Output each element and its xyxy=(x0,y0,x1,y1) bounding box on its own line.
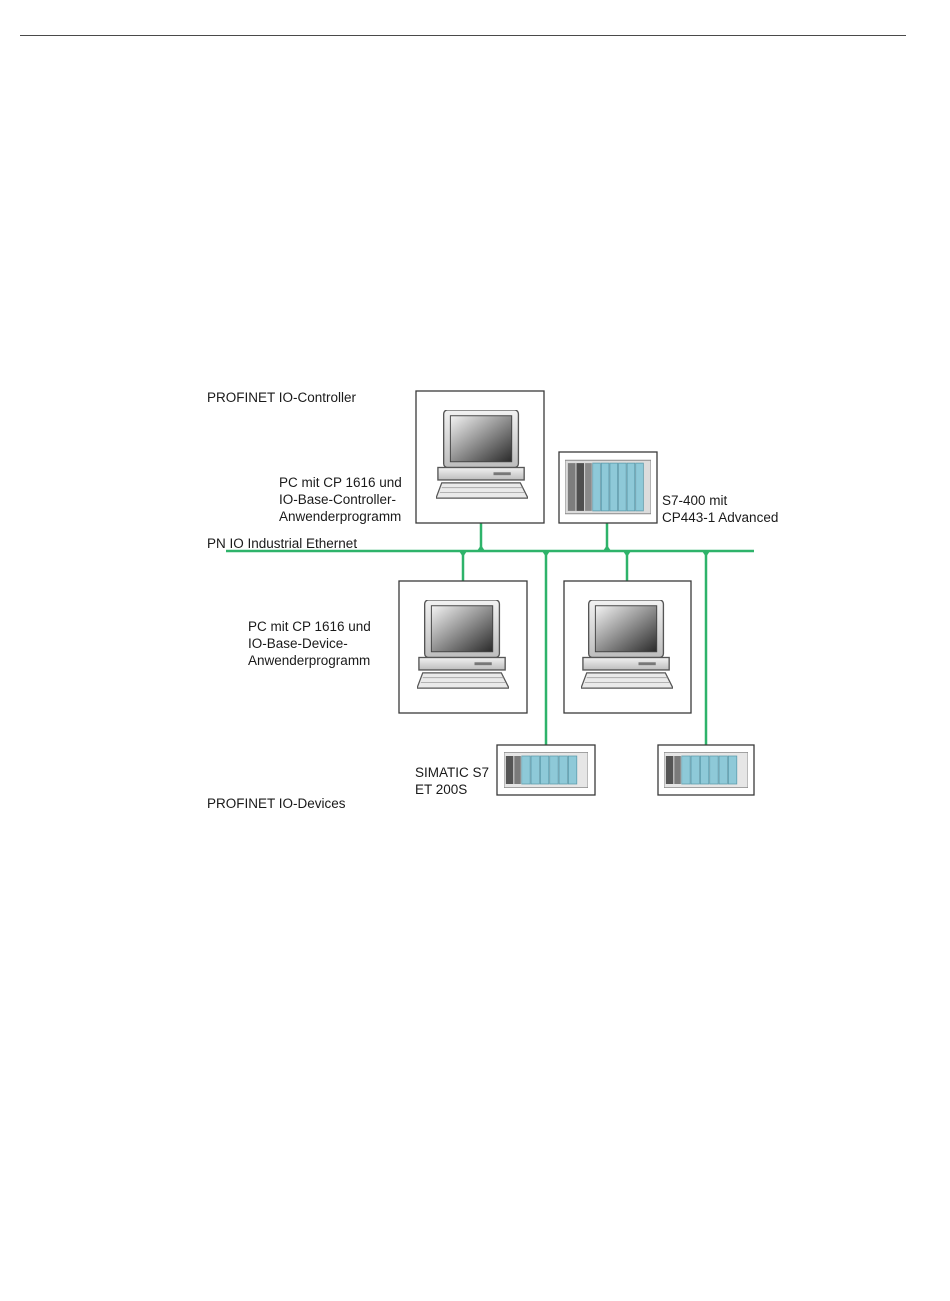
et200s-label: SIMATIC S7 ET 200S xyxy=(415,764,489,798)
bus-label: PN IO Industrial Ethernet xyxy=(207,535,357,552)
junction-et200-right xyxy=(702,551,710,557)
et200s-rack-icon xyxy=(504,752,588,787)
controller-heading: PROFINET IO-Controller xyxy=(207,389,356,406)
et200s-label-line-1: SIMATIC S7 xyxy=(415,764,489,781)
device-pc-label-line-1: PC mit CP 1616 und xyxy=(248,618,371,635)
controller-pc-label-line-2: IO-Base-Controller- xyxy=(279,491,402,508)
junction-s7-400 xyxy=(603,545,611,551)
s7-400-label: S7-400 mit CP443-1 Advanced xyxy=(662,492,778,526)
et200-right-rack-icon xyxy=(664,752,748,787)
s7-400-label-line-1: S7-400 mit xyxy=(662,492,778,509)
device-pc-label: PC mit CP 1616 und IO-Base-Device- Anwen… xyxy=(248,618,371,669)
junction-pc-right xyxy=(623,551,631,557)
s7-400-rack-icon xyxy=(565,460,651,514)
junction-et200s xyxy=(542,551,550,557)
devices-heading: PROFINET IO-Devices xyxy=(207,795,346,812)
device-pc-label-line-3: Anwenderprogramm xyxy=(248,652,371,669)
junction-device-pc xyxy=(459,551,467,557)
controller-pc-label-line-3: Anwenderprogramm xyxy=(279,508,402,525)
et200s-label-line-2: ET 200S xyxy=(415,781,489,798)
device-pc-label-line-2: IO-Base-Device- xyxy=(248,635,371,652)
device-pc-icon xyxy=(417,600,509,688)
controller-pc-label-line-1: PC mit CP 1616 und xyxy=(279,474,402,491)
pc-right-icon xyxy=(581,600,673,688)
controller-pc-label: PC mit CP 1616 und IO-Base-Controller- A… xyxy=(279,474,402,525)
controller-pc-icon xyxy=(436,410,528,498)
s7-400-label-line-2: CP443-1 Advanced xyxy=(662,509,778,526)
junction-controller-pc xyxy=(477,545,485,551)
